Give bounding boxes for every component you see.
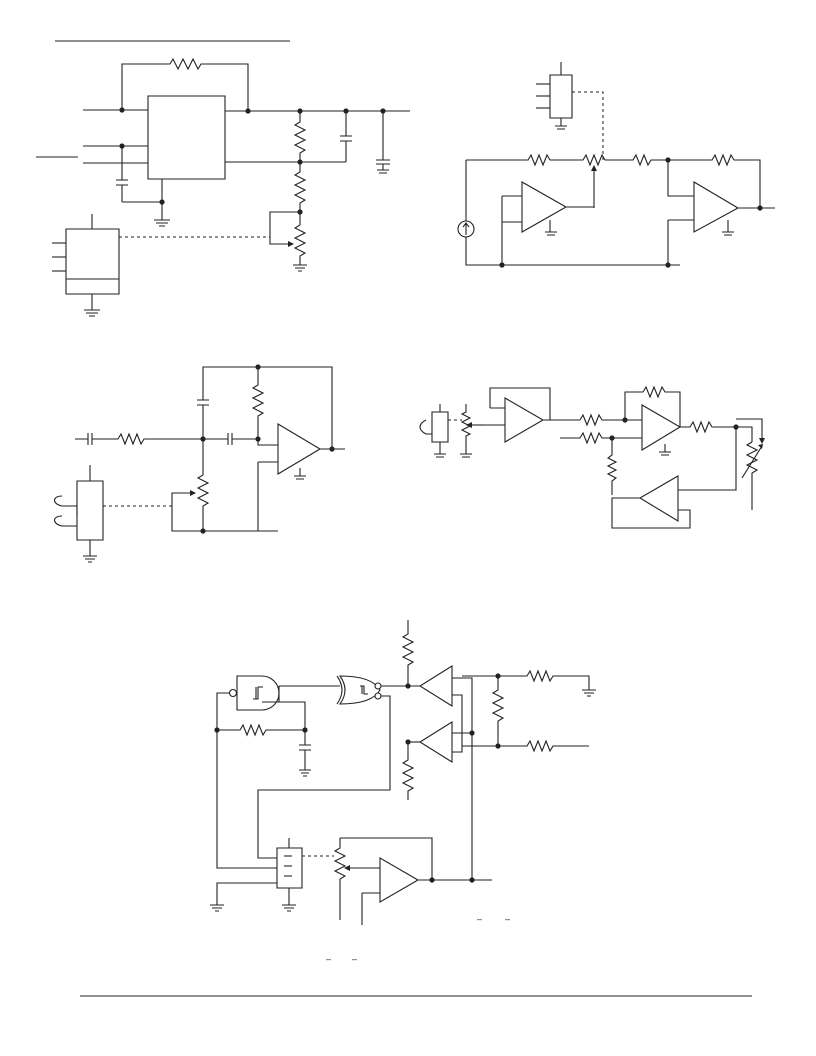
- wiper-control-link: [572, 92, 603, 160]
- comparator: [420, 722, 452, 762]
- overbar-mark: –: [352, 954, 357, 964]
- control-chip-box: [550, 75, 572, 118]
- figure-top-right: [458, 62, 775, 268]
- figure-mid-right: [420, 387, 765, 528]
- overbar-mark: –: [326, 954, 331, 964]
- overbar-mark: –: [505, 914, 510, 924]
- digital-potentiometer: [293, 212, 307, 271]
- overbar-mark: –: [477, 914, 482, 924]
- control-chip-box: [66, 229, 119, 294]
- op-amp: [278, 424, 320, 474]
- control-chip-box: [77, 481, 103, 540]
- op-amp: [694, 182, 738, 232]
- divider-resistor-lower: [295, 162, 305, 212]
- op-amp: [380, 858, 418, 902]
- regulator-ic-box: [148, 96, 225, 179]
- digital-potentiometer: [460, 404, 472, 457]
- digital-potentiometer: [172, 439, 278, 531]
- control-chip-box: [432, 412, 448, 442]
- rheostat: [747, 442, 757, 510]
- divider-resistor-upper: [295, 111, 305, 162]
- feedback-resistor: [122, 59, 248, 110]
- op-amp: [640, 476, 678, 521]
- figure-mid-left: [55, 364, 346, 562]
- control-chip-box: [277, 848, 302, 888]
- op-amp: [522, 182, 566, 232]
- digital-potentiometer: [335, 838, 345, 920]
- or-gate: [340, 676, 380, 704]
- figure-top-left: [36, 59, 410, 316]
- comparator: [420, 666, 452, 706]
- op-amp: [505, 398, 543, 442]
- op-amp: [642, 405, 680, 450]
- figure-bottom: – – – –: [210, 620, 596, 964]
